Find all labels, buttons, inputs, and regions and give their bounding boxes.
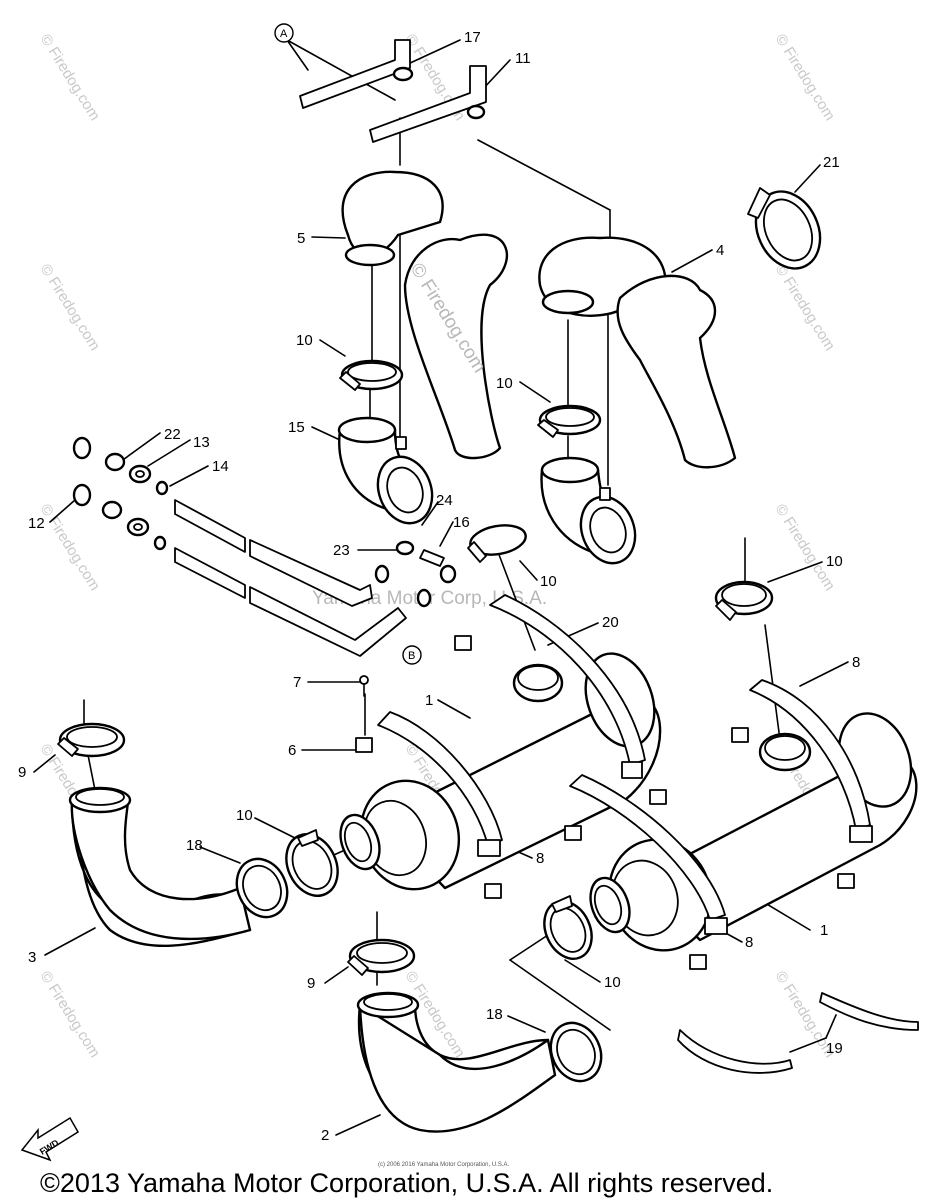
- callout-1: 1: [425, 692, 433, 709]
- callout-16: 16: [453, 514, 470, 531]
- callout-10: 10: [604, 974, 621, 991]
- callout-17: 17: [464, 29, 481, 46]
- callout-10: 10: [296, 332, 313, 349]
- watermark-side: © Firedog.com: [37, 968, 104, 1061]
- pad-19: [677, 992, 919, 1074]
- circle-label-a: A: [274, 23, 294, 43]
- callout-13: 13: [193, 434, 210, 451]
- watermark-side: © Firedog.com: [772, 31, 839, 124]
- circle-label-b: B: [402, 645, 422, 665]
- watermark-tiny: (c) 2006 2016 Yamaha Motor Corporation, …: [378, 1162, 510, 1168]
- strap-8: [749, 679, 873, 843]
- clamp-10: [543, 895, 593, 960]
- callout-18: 18: [486, 1006, 503, 1023]
- callout-labels: 17 11 21 5 4 10 10 15 22 13 14 12 24 16 …: [18, 29, 860, 1144]
- callout-10: 10: [826, 553, 843, 570]
- clamp-21: [747, 187, 822, 270]
- callout-10: 10: [496, 375, 513, 392]
- watermark-side: © Firedog.com: [37, 501, 104, 594]
- hose-4: [538, 236, 737, 469]
- clips: [355, 635, 855, 970]
- callout-6: 6: [288, 742, 296, 759]
- fwd-arrow-icon: FWD: [20, 1116, 80, 1162]
- clamp-10: [339, 359, 404, 391]
- callout-4: 4: [716, 242, 724, 259]
- callout-15: 15: [288, 419, 305, 436]
- strap-20: [489, 594, 646, 779]
- callout-7: 7: [293, 674, 301, 691]
- callout-10: 10: [540, 573, 557, 590]
- callout-24: 24: [436, 492, 453, 509]
- muffler-1: [339, 652, 662, 891]
- callout-18: 18: [186, 837, 203, 854]
- leader-lines: [33, 39, 849, 1136]
- strap-8: [569, 774, 728, 935]
- callout-21: 21: [823, 154, 840, 171]
- callout-1: 1: [820, 922, 828, 939]
- callout-12: 12: [28, 515, 45, 532]
- clamp-9: [347, 938, 416, 976]
- svg-text:B: B: [408, 650, 415, 662]
- water-pipes: [174, 499, 432, 657]
- callout-9: 9: [18, 764, 26, 781]
- watermark-side: © Firedog.com: [37, 31, 104, 124]
- hose-5: [341, 170, 508, 460]
- watermark-side: © Firedog.com: [772, 261, 839, 354]
- callout-20: 20: [602, 614, 619, 631]
- svg-text:A: A: [280, 28, 288, 40]
- fittings-12-13-14-22: [72, 436, 169, 551]
- callout-23: 23: [333, 542, 350, 559]
- watermark-side: © Firedog.com: [37, 261, 104, 354]
- watermark-side: © Firedog.com: [772, 501, 839, 594]
- pipe-3: [68, 786, 252, 948]
- callout-8: 8: [536, 850, 544, 867]
- clamp-9: [57, 722, 126, 758]
- callout-14: 14: [212, 458, 229, 475]
- callout-5: 5: [297, 230, 305, 247]
- joint-15: [337, 416, 434, 525]
- callout-8: 8: [852, 654, 860, 671]
- callout-22: 22: [164, 426, 181, 443]
- clamp-10: [714, 580, 774, 621]
- callout-9: 9: [307, 975, 315, 992]
- callout-19: 19: [826, 1040, 843, 1057]
- copyright-footer: ©2013 Yamaha Motor Corporation, U.S.A. A…: [40, 1168, 773, 1198]
- bolt-16: [395, 540, 457, 584]
- clamp-10: [285, 829, 339, 897]
- ring-18: [549, 1021, 603, 1083]
- joint-15: [540, 456, 637, 565]
- clamp-10: [467, 524, 527, 563]
- callout-3: 3: [28, 949, 36, 966]
- callout-10: 10: [236, 807, 253, 824]
- pipe-2: [356, 991, 557, 1133]
- clamp-10: [537, 404, 602, 438]
- callout-8: 8: [745, 934, 753, 951]
- callout-11: 11: [515, 50, 531, 67]
- hose-11-17: [299, 39, 487, 143]
- ring-18: [235, 857, 289, 919]
- callout-2: 2: [321, 1127, 329, 1144]
- strap-8: [377, 711, 503, 857]
